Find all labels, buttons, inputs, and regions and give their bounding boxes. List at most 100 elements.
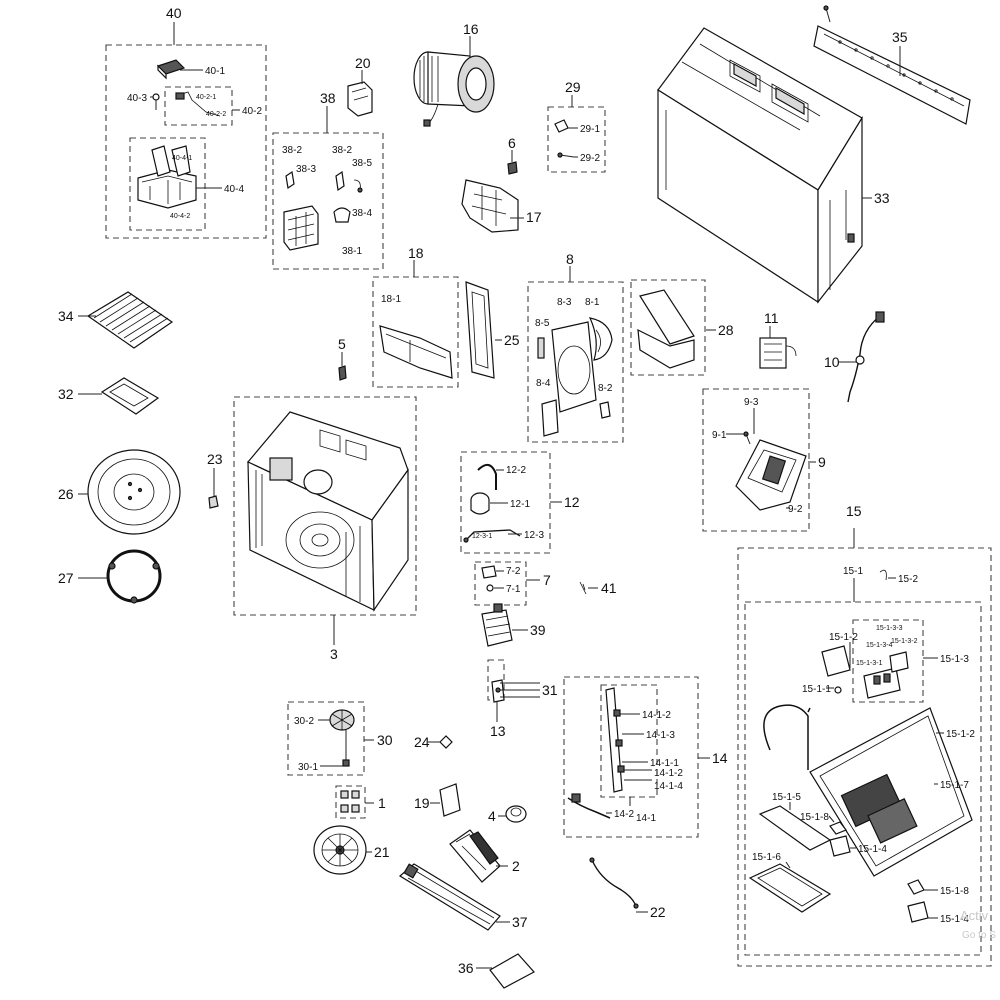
- label-38-1: 38-1: [342, 246, 362, 257]
- part-36: [489, 953, 535, 989]
- label-8-2: 8-2: [598, 383, 613, 394]
- part-22: [589, 857, 639, 909]
- label-15-1-3-1: 15-1-3-1: [856, 660, 883, 667]
- part-17: [461, 179, 519, 233]
- label-28: 28: [718, 322, 734, 338]
- label-7: 7: [543, 572, 551, 588]
- part-8-2: [599, 401, 611, 419]
- group-box-28: [630, 279, 706, 376]
- label-40: 40: [166, 5, 182, 21]
- label-23: 23: [207, 451, 223, 467]
- part-25: [465, 281, 495, 379]
- part-7-2: [481, 565, 497, 579]
- part-1: [340, 790, 360, 813]
- label-12-3: 12-3: [524, 530, 544, 541]
- label-15-1-1: 15-1-1: [802, 684, 831, 695]
- label-8: 8: [566, 251, 574, 267]
- part-23: [208, 495, 219, 509]
- part-19: [439, 783, 461, 817]
- part-8-4: [541, 399, 559, 437]
- label-15-1-4b: 15-1-4: [940, 914, 969, 925]
- label-15-1-3-2: 15-1-3-2: [891, 638, 918, 645]
- label-17: 17: [526, 209, 542, 225]
- group-box-9: [702, 388, 810, 532]
- label-15-1-2a: 15-1-2: [829, 632, 858, 643]
- label-8-3: 8-3: [557, 297, 572, 308]
- part-3: [247, 411, 409, 612]
- label-15: 15: [846, 503, 862, 519]
- group-box-3: [233, 396, 417, 616]
- part-38-2a: [285, 170, 295, 190]
- label-8-4: 8-4: [536, 378, 551, 389]
- label-15-1-8a: 15-1-8: [800, 812, 829, 823]
- part-24: [439, 735, 453, 749]
- label-18-1: 18-1: [381, 294, 401, 305]
- label-25: 25: [504, 332, 520, 348]
- part-40-4: [137, 145, 197, 209]
- part-15-1-4b: [907, 901, 929, 923]
- part-6: [507, 161, 518, 175]
- label-15-1-7: 15-1-7: [940, 780, 969, 791]
- part-30-1: [342, 730, 350, 767]
- label-14-1-4: 14-1-4: [654, 781, 683, 792]
- group-box-29: [547, 106, 606, 173]
- label-22: 22: [650, 904, 666, 920]
- label-40-1: 40-1: [205, 66, 225, 77]
- part-15-1-8a: [829, 821, 847, 835]
- part-15-1-7: [809, 707, 973, 877]
- label-13: 13: [490, 723, 506, 739]
- label-15-1-4a: 15-1-4: [858, 844, 887, 855]
- label-19: 19: [414, 795, 430, 811]
- part-28: [637, 289, 695, 369]
- part-16: [413, 51, 495, 127]
- label-12-1: 12-1: [510, 499, 530, 510]
- label-12-2: 12-2: [506, 465, 526, 476]
- group-box-40-2: [164, 86, 233, 126]
- part-41: [579, 581, 587, 595]
- part-9-1: [743, 431, 751, 445]
- part-29-1: [554, 119, 569, 133]
- label-20: 20: [355, 55, 371, 71]
- label-15-1-6: 15-1-6: [752, 852, 781, 863]
- label-40-2: 40-2: [242, 106, 262, 117]
- part-30-2: [329, 709, 355, 731]
- group-box-14-1: [600, 684, 658, 798]
- label-12-3-1: 12-3-1: [472, 533, 492, 540]
- label-14-1-2b: 14-1-2: [654, 768, 683, 779]
- group-box-30: [287, 701, 365, 776]
- group-box-7: [474, 561, 527, 606]
- part-37: [398, 863, 501, 931]
- part-38-5: [353, 179, 363, 193]
- part-20: [347, 81, 373, 117]
- part-34: [86, 291, 174, 349]
- label-11: 11: [764, 310, 779, 326]
- part-39: [481, 603, 513, 647]
- label-9-1: 9-1: [712, 430, 727, 441]
- label-7-2: 7-2: [506, 566, 521, 577]
- group-box-14: [563, 676, 699, 838]
- part-14-1: [605, 687, 625, 793]
- part-14-2: [567, 793, 611, 819]
- part-40-2: [175, 91, 221, 117]
- label-39: 39: [530, 622, 546, 638]
- label-9-2: 9-2: [788, 504, 803, 515]
- label-15-1-3-3: 15-1-3-3: [876, 625, 903, 632]
- label-40-3: 40-3: [127, 93, 147, 104]
- label-14-2: 14-2: [614, 809, 634, 820]
- part-12-2: [477, 463, 497, 490]
- part-26: [87, 449, 181, 535]
- label-15-1-8b: 15-1-8: [940, 886, 969, 897]
- label-31: 31: [542, 682, 558, 698]
- part-15-1-2a: [821, 645, 851, 677]
- part-labels: 40 40-1 40-3 40-2-1 40-2 40-2-2 40-4-1 4…: [58, 5, 975, 976]
- part-8-1: [588, 317, 613, 361]
- label-38-4: 38-4: [352, 208, 372, 219]
- group-box-15: [737, 547, 992, 967]
- part-8-3: [551, 321, 597, 413]
- part-5: [338, 365, 347, 381]
- group-box-15-1-3: [852, 619, 924, 703]
- part-40-3: [152, 93, 160, 110]
- label-14: 14: [712, 750, 728, 766]
- watermark-line2: Go to S: [962, 930, 996, 941]
